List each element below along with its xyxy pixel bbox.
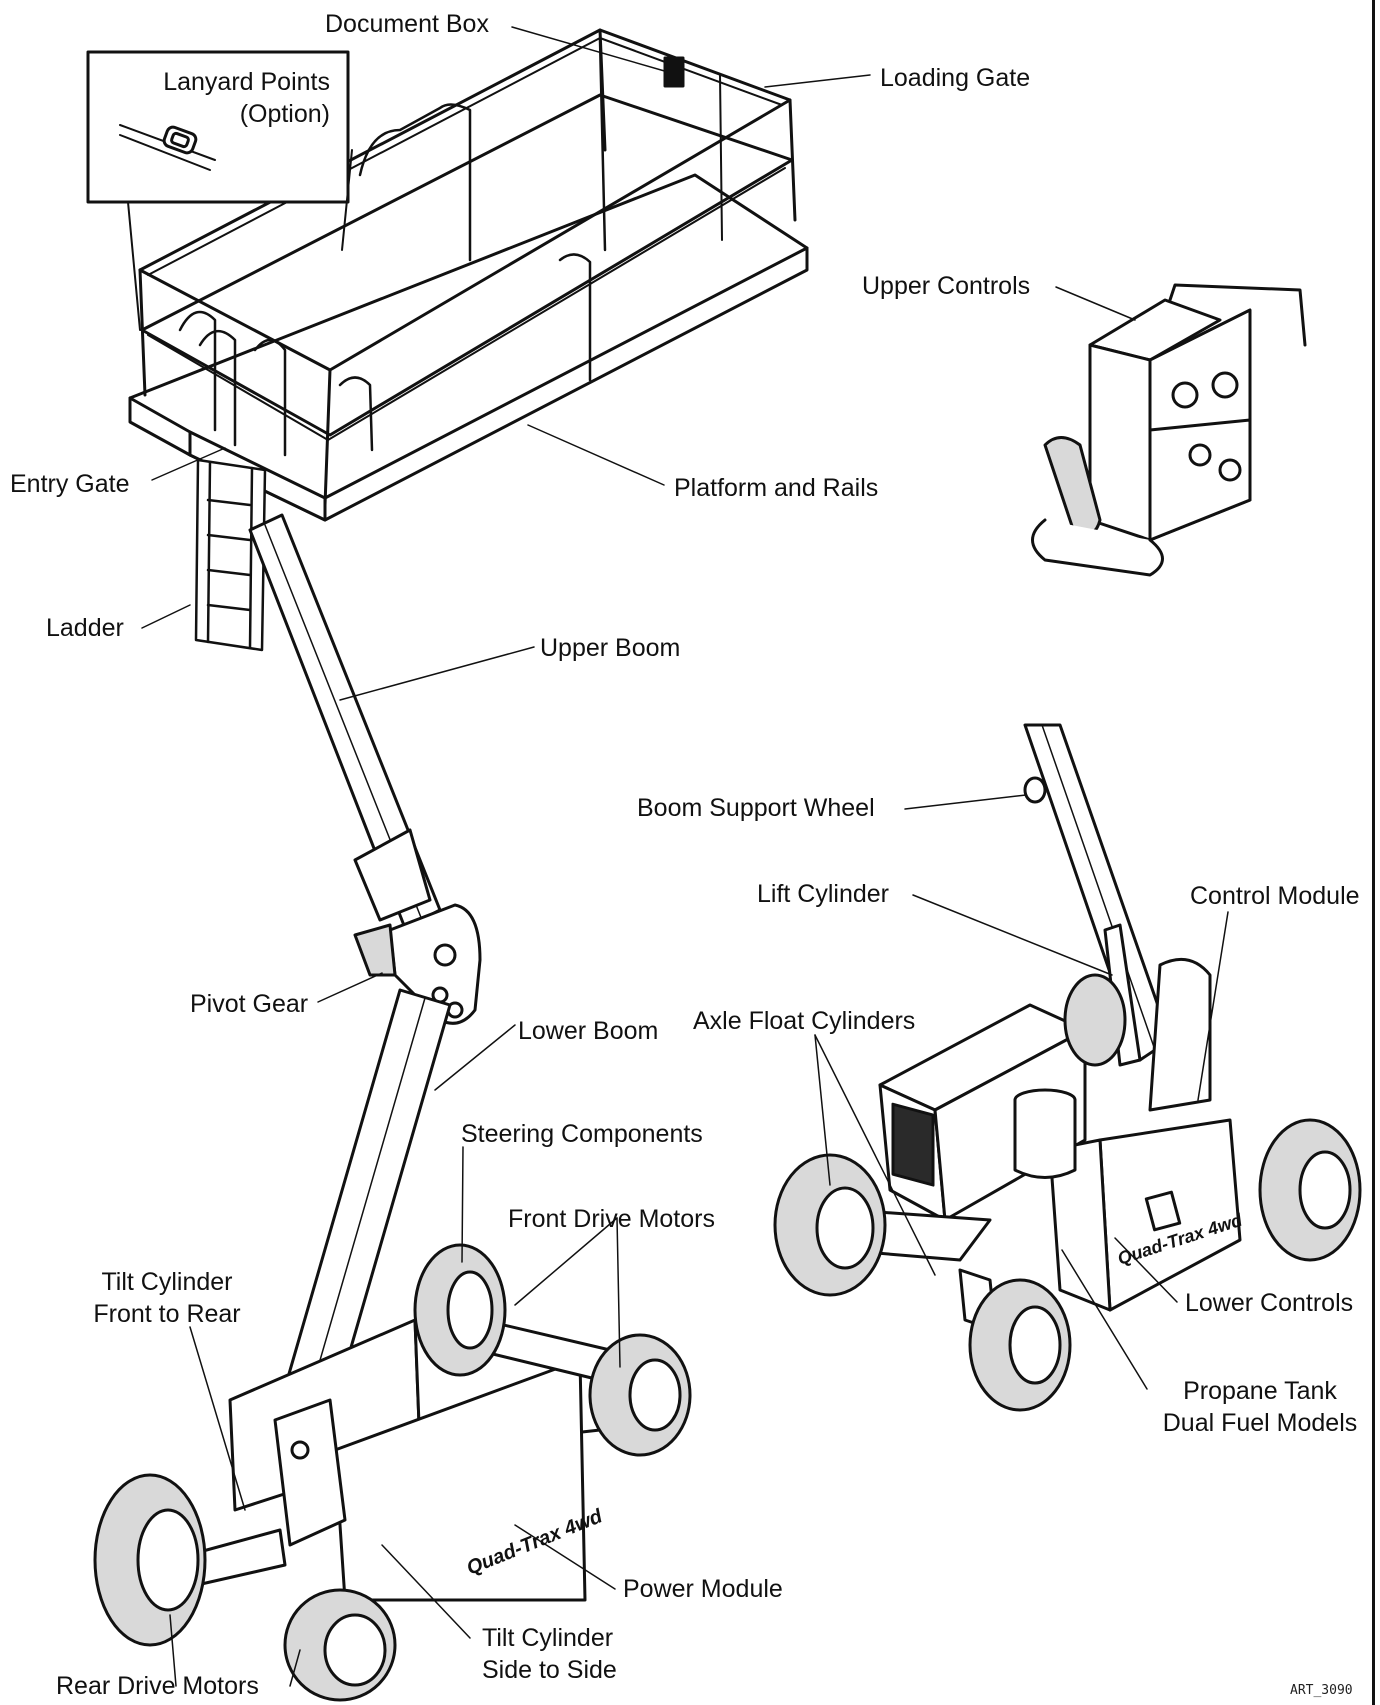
label-upper-controls: Upper Controls xyxy=(862,272,1031,300)
label-tilt-cylinder-front-rear-line2: Front to Rear xyxy=(93,1300,241,1328)
label-tilt-cylinder-front-rear-line1: Tilt Cylinder xyxy=(101,1268,233,1296)
tire-second-left xyxy=(773,1153,887,1297)
label-lift-cylinder: Lift Cylinder xyxy=(757,880,889,908)
label-entry-gate: Entry Gate xyxy=(10,470,130,498)
tire-second-right xyxy=(1258,1118,1362,1262)
label-axle-float-cylinders: Axle Float Cylinders xyxy=(693,1007,916,1035)
tire-second-front xyxy=(968,1278,1072,1412)
label-platform-and-rails: Platform and Rails xyxy=(674,474,879,502)
label-control-module: Control Module xyxy=(1190,882,1360,910)
label-ladder: Ladder xyxy=(46,614,124,642)
label-rear-drive-motors: Rear Drive Motors xyxy=(56,1672,259,1700)
label-tilt-cylinder-side-line2: Side to Side xyxy=(482,1656,617,1684)
upper-boom xyxy=(248,513,442,930)
lanyard-inset xyxy=(86,50,353,331)
label-document-box: Document Box xyxy=(325,10,489,38)
leader-lines xyxy=(141,26,1229,1687)
label-tilt-cylinder-side: Tilt Cylinder Side to Side xyxy=(482,1622,617,1686)
label-propane-tank-line2: Dual Fuel Models xyxy=(1162,1409,1358,1437)
label-lanyard-points: Lanyard Points (Option) xyxy=(130,66,330,130)
main-chassis: Quad-Trax 4wd xyxy=(168,1308,612,1602)
pivot-gear xyxy=(353,903,482,1025)
label-lanyard-points-line1: Lanyard Points xyxy=(163,68,330,96)
tire-rear-left xyxy=(93,1473,207,1647)
label-tilt-cylinder-side-line1: Tilt Cylinder xyxy=(482,1624,614,1652)
tire-front-right xyxy=(588,1333,692,1457)
label-propane-tank-line1: Propane Tank xyxy=(1183,1377,1337,1405)
label-pivot-gear: Pivot Gear xyxy=(190,990,309,1018)
label-boom-support-wheel: Boom Support Wheel xyxy=(637,794,875,822)
label-lower-boom: Lower Boom xyxy=(518,1017,659,1045)
label-propane-tank: Propane Tank Dual Fuel Models xyxy=(1148,1375,1372,1439)
label-steering-components: Steering Components xyxy=(461,1120,703,1148)
label-lanyard-points-line2: (Option) xyxy=(239,100,330,128)
platform-and-rails xyxy=(128,28,809,522)
label-loading-gate: Loading Gate xyxy=(880,64,1031,92)
figure-id: ART_3090 xyxy=(1290,1683,1353,1698)
border-rule xyxy=(1372,0,1375,1705)
label-upper-boom: Upper Boom xyxy=(540,634,681,662)
tire-rear-right xyxy=(283,1588,397,1702)
label-front-drive-motors: Front Drive Motors xyxy=(508,1205,715,1233)
label-lower-controls: Lower Controls xyxy=(1185,1289,1354,1317)
label-power-module: Power Module xyxy=(623,1575,783,1603)
label-tilt-cylinder-front-rear: Tilt Cylinder Front to Rear xyxy=(72,1266,262,1330)
second-machine: Quad-Trax 4wd xyxy=(773,723,1362,1412)
ladder xyxy=(194,458,267,652)
tire-front-left xyxy=(413,1243,507,1377)
tire-second-back xyxy=(1063,973,1127,1067)
upper-controls-box xyxy=(1031,283,1307,577)
